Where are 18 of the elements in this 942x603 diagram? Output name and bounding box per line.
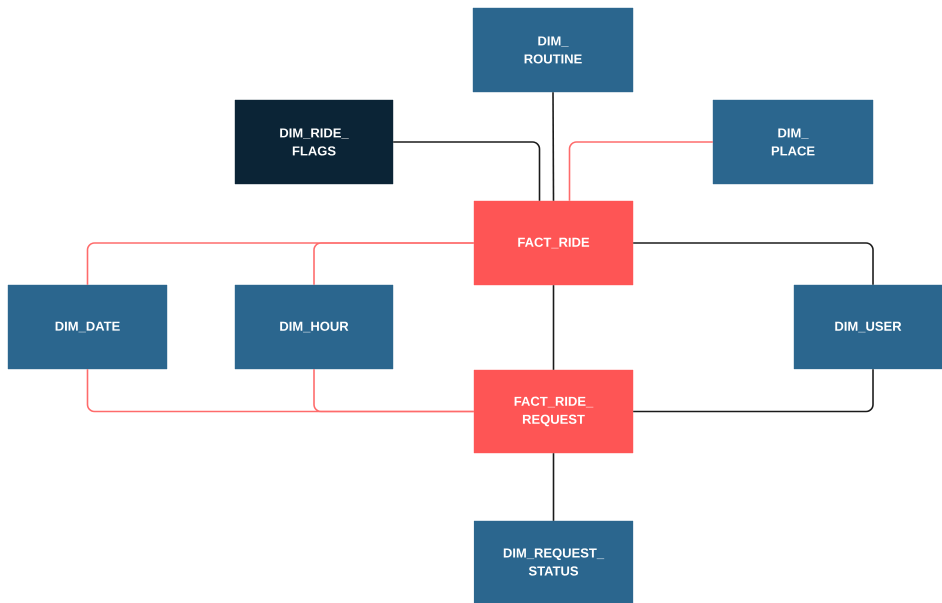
fact-table-box: FACT_RIDE_ REQUEST — [474, 370, 634, 454]
connector-line — [313, 369, 474, 412]
connector-line — [552, 453, 554, 521]
connector-line — [552, 92, 554, 201]
dimension-table-box: DIM_HOUR — [234, 284, 394, 370]
connector-line — [633, 242, 874, 285]
dimension-table-box: DIM_ ROUTINE — [472, 8, 634, 92]
dimension-table-box: DIM_ PLACE — [712, 100, 874, 184]
fact-table-box: FACT_RIDE — [474, 200, 634, 286]
dimension-table-box: DIM_DATE — [8, 284, 168, 370]
connector-line — [552, 285, 554, 370]
connector-line — [393, 141, 540, 201]
dimension-table-box: DIM_RIDE_ FLAGS — [234, 100, 394, 184]
connector-line — [568, 141, 713, 201]
connector-line — [313, 242, 474, 285]
connector-line — [633, 369, 874, 412]
dimension-table-box: DIM_USER — [794, 284, 942, 370]
dimension-table-box: DIM_REQUEST_ STATUS — [474, 520, 634, 603]
